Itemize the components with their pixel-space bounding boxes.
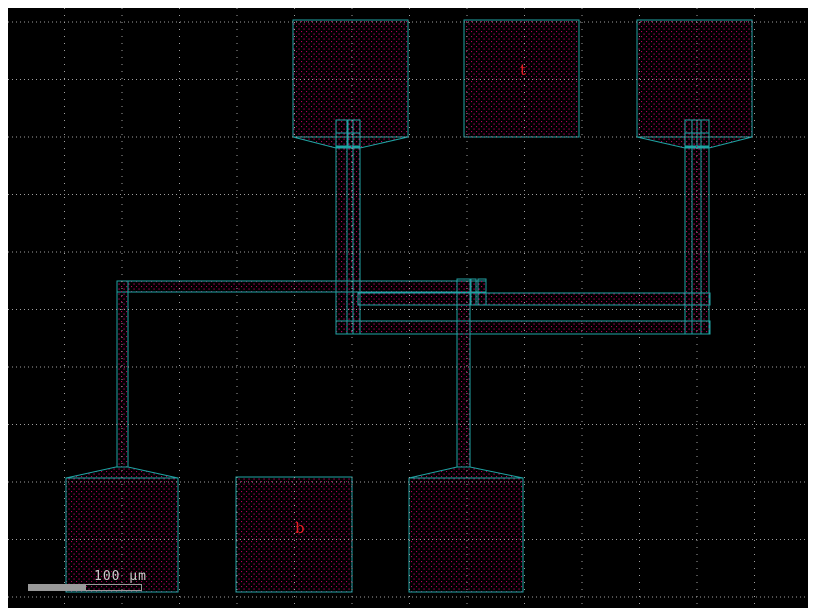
via-finger-1[interactable] bbox=[470, 278, 477, 306]
layout-drawing: t b 100 µm bbox=[8, 8, 808, 608]
pad-bottom-middle[interactable] bbox=[235, 476, 353, 593]
via-finger-2[interactable] bbox=[477, 278, 487, 306]
pad-top-right[interactable] bbox=[636, 19, 753, 138]
layout-canvas[interactable]: t b 100 µm bbox=[8, 8, 808, 608]
trace-left-vertical[interactable] bbox=[116, 280, 129, 468]
pad-bottom-left-taper[interactable] bbox=[65, 466, 179, 479]
bus-middle[interactable] bbox=[357, 292, 711, 306]
scale-bar-solid-segment bbox=[28, 584, 85, 591]
scale-bar-label: 100 µm bbox=[94, 569, 147, 584]
pad-top-middle[interactable] bbox=[463, 19, 580, 138]
trace-topleft-inner[interactable] bbox=[346, 119, 354, 335]
shapes-layer bbox=[65, 19, 753, 593]
grid-dots bbox=[8, 8, 808, 608]
trace-bottomright-pad[interactable] bbox=[456, 278, 471, 468]
pad-bottom-right[interactable] bbox=[408, 477, 524, 593]
pad-top-left[interactable] bbox=[292, 19, 409, 138]
scale-bar: 100 µm bbox=[28, 569, 147, 591]
pad-bottom-right-taper[interactable] bbox=[408, 466, 524, 479]
label-top-cell: t bbox=[520, 61, 526, 79]
scale-bar-hollow-segment bbox=[85, 584, 142, 591]
bus-upper[interactable] bbox=[116, 280, 487, 293]
pad-bottom-left[interactable] bbox=[65, 477, 179, 593]
bus-lower[interactable] bbox=[335, 320, 711, 335]
label-bottom-cell: b bbox=[295, 519, 305, 537]
